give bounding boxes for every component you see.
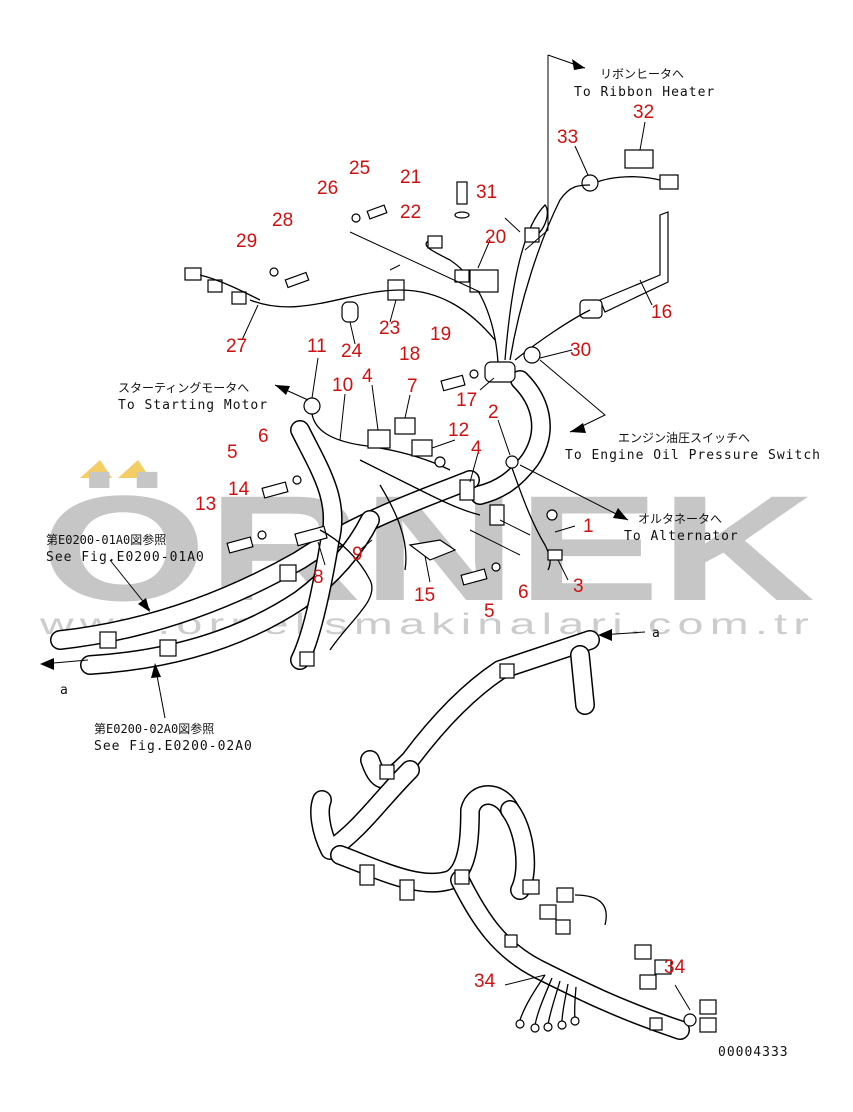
callout-29: 29 <box>236 231 257 252</box>
fig01-label-en: See Fig.E0200-01A0 <box>46 550 205 565</box>
callout-20: 20 <box>485 227 506 248</box>
callout-6-right: 6 <box>518 582 529 603</box>
callout-30: 30 <box>570 340 591 361</box>
callout-16: 16 <box>651 302 672 323</box>
callout-10: 10 <box>332 375 353 396</box>
callout-9: 9 <box>352 544 363 565</box>
clamps <box>99 479 663 1031</box>
fig02-label-en: See Fig.E0200-02A0 <box>94 739 253 754</box>
callout-17: 17 <box>456 390 477 411</box>
oil-pressure-label-jp: エンジン油圧スイッチへ <box>618 431 750 445</box>
destination-labels: リボンヒータへ To Ribbon Heater スターティングモータへ To … <box>46 67 821 1060</box>
callout-22: 22 <box>400 202 421 223</box>
reference-a-right: a <box>652 626 661 641</box>
callout-15: 15 <box>414 585 435 606</box>
alternator-label-jp: オルタネータへ <box>638 512 722 526</box>
callout-34-left: 34 <box>474 971 496 992</box>
reference-a-left: a <box>60 683 69 698</box>
alternator-label-en: To Alternator <box>624 529 739 544</box>
callout-25: 25 <box>349 158 370 179</box>
callout-1: 1 <box>583 516 594 537</box>
oil-pressure-label-en: To Engine Oil Pressure Switch <box>565 448 821 463</box>
callout-31: 31 <box>476 182 497 203</box>
middle-components <box>226 397 563 651</box>
callout-27: 27 <box>226 336 247 357</box>
callout-11: 11 <box>307 336 327 357</box>
callout-4-lower: 4 <box>471 438 482 459</box>
main-harness <box>50 370 690 1040</box>
callout-5-right: 5 <box>484 601 495 622</box>
fig02-label-jp: 第E0200-02A0図参照 <box>94 721 214 736</box>
callout-14: 14 <box>228 479 250 500</box>
ribbon-heater-label-jp: リボンヒータへ <box>600 67 684 81</box>
callout-33: 33 <box>557 127 578 148</box>
callout-34-right: 34 <box>664 957 686 978</box>
callout-28: 28 <box>272 210 293 231</box>
callout-4-upper: 4 <box>362 366 373 387</box>
callout-18: 18 <box>399 344 420 365</box>
callout-19: 19 <box>430 324 451 345</box>
ribbon-heater-label-en: To Ribbon Heater <box>574 85 715 100</box>
callout-7: 7 <box>407 376 418 397</box>
callout-24: 24 <box>341 341 363 362</box>
callout-8: 8 <box>313 567 324 588</box>
part-callouts: 1 2 3 4 4 5 5 6 6 7 8 9 10 11 12 13 14 1… <box>195 102 686 992</box>
callout-26: 26 <box>317 178 338 199</box>
drawing-number: 00004333 <box>718 1045 789 1060</box>
callout-32: 32 <box>633 102 654 123</box>
callout-3: 3 <box>573 576 584 597</box>
watermark-accent-right <box>118 460 150 478</box>
callout-5-left: 5 <box>227 442 238 463</box>
upper-components <box>184 149 679 392</box>
callout-6-left: 6 <box>258 426 269 447</box>
starting-motor-label-jp: スターティングモータへ <box>118 381 249 395</box>
callout-12: 12 <box>448 420 469 441</box>
watermark-accent-left <box>80 460 112 478</box>
leader-lines <box>40 54 691 1011</box>
fig01-label-jp: 第E0200-01A0図参照 <box>46 532 166 547</box>
callout-13: 13 <box>195 494 216 515</box>
callout-23: 23 <box>379 318 400 339</box>
lower-connectors <box>515 879 717 1033</box>
callout-2: 2 <box>488 402 499 423</box>
starting-motor-label-en: To Starting Motor <box>118 398 268 413</box>
callout-21: 21 <box>400 167 421 188</box>
